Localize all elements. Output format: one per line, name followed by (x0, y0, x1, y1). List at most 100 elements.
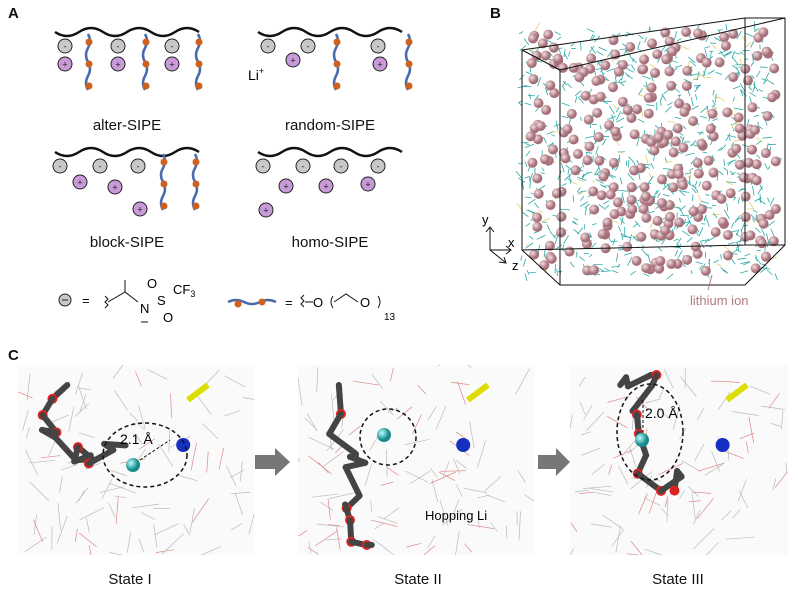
ether-oxygen-bead (405, 82, 413, 90)
minus-sign: - (59, 162, 62, 172)
lithium-ion-sphere (654, 263, 665, 274)
lithium-ion-sphere (527, 157, 538, 168)
wire-bond (108, 502, 116, 518)
bond (696, 71, 700, 81)
bond (576, 187, 581, 193)
wire-bond (315, 530, 339, 546)
bond (614, 75, 617, 82)
bond (704, 215, 706, 222)
bond (592, 179, 596, 183)
bond (568, 118, 572, 125)
li-cation-icon (372, 56, 388, 72)
wire-bond (129, 412, 138, 422)
wire-bond (134, 433, 143, 445)
wire-bond (517, 469, 526, 483)
bond (684, 172, 692, 175)
lithium-ion-sphere (595, 91, 606, 102)
anion-icon (110, 38, 126, 54)
bond (619, 48, 626, 51)
bond (679, 135, 683, 140)
bond (711, 213, 721, 216)
bond (660, 100, 662, 106)
wire-bond (772, 478, 777, 490)
ether-oxygen-bead (85, 60, 93, 68)
bond (657, 247, 663, 252)
bond (680, 45, 690, 51)
wire-bond (569, 415, 573, 429)
wire-bond (679, 489, 685, 499)
bond (606, 68, 615, 72)
wire-bond (505, 525, 508, 539)
lithium-ion-sphere (588, 265, 599, 276)
lithium-ion-sphere (758, 27, 769, 38)
wire-bond (693, 509, 701, 525)
bond (698, 227, 704, 237)
minus-sign: - (137, 162, 140, 172)
wire-bond (56, 515, 68, 544)
anion-icon (52, 158, 68, 174)
bond (702, 66, 707, 77)
bond (607, 49, 613, 58)
bond (515, 170, 523, 179)
bond (641, 248, 648, 257)
bond (541, 167, 545, 172)
lithium-ion-sphere (537, 38, 548, 49)
lithium-ion-sphere (682, 254, 693, 265)
wire-bond (85, 517, 90, 533)
wire-bond (99, 486, 125, 494)
bond (740, 51, 744, 55)
axes-icon (485, 226, 512, 264)
bond (758, 89, 764, 92)
wire-bond (191, 498, 209, 523)
li-cation-icon (318, 178, 334, 194)
lithium-ion-sphere (733, 112, 744, 123)
lithium-ion-sphere (636, 231, 647, 242)
bond (664, 157, 667, 162)
wire-bond (297, 458, 301, 463)
wire-bond (239, 460, 243, 482)
lithium-ion-sphere (551, 188, 562, 199)
bond (719, 50, 726, 59)
bond (563, 235, 569, 245)
lithium-ion-sphere (692, 28, 703, 39)
plus-sign: + (323, 182, 328, 192)
bond (767, 165, 771, 171)
bond (594, 167, 600, 176)
lithium-ion-sphere (747, 102, 758, 113)
bond (713, 259, 720, 264)
bond (735, 240, 742, 244)
lithium-ion-sphere (604, 120, 615, 131)
bond (621, 192, 624, 200)
bond (634, 220, 641, 228)
lithium-ion-sphere (609, 209, 620, 220)
lithium-ion-sphere (688, 206, 699, 217)
wire-bond (644, 548, 662, 556)
lithium-ion-sphere (760, 148, 771, 159)
bond (720, 144, 727, 151)
wire-bond (330, 394, 335, 420)
lithium-ion-sphere (643, 92, 654, 103)
bond (627, 173, 635, 182)
wire-bond (79, 507, 105, 521)
wire-bond (706, 542, 719, 556)
bond (649, 63, 657, 69)
lithium-ion-sphere (716, 193, 727, 204)
bond (666, 273, 674, 280)
lithium-ion-sphere (666, 80, 677, 91)
lithium-ion-sphere (553, 53, 564, 64)
panel-a-schematics: ---+++---++---+++----++++ (52, 26, 413, 218)
bond (725, 51, 732, 56)
lithium-ion-sphere (638, 64, 649, 75)
lithium-ion-sphere (548, 42, 559, 53)
bond (620, 216, 624, 225)
lithium-ion-sphere (700, 265, 711, 276)
wire-bond (307, 547, 319, 555)
wire-bond (615, 525, 621, 553)
bond (745, 32, 754, 38)
wire-bond (396, 406, 413, 420)
anion-icon (57, 38, 73, 54)
wire-bond (768, 392, 780, 409)
bond (697, 194, 703, 204)
wire-bond (464, 543, 473, 553)
li-ion-state-2 (377, 428, 391, 442)
